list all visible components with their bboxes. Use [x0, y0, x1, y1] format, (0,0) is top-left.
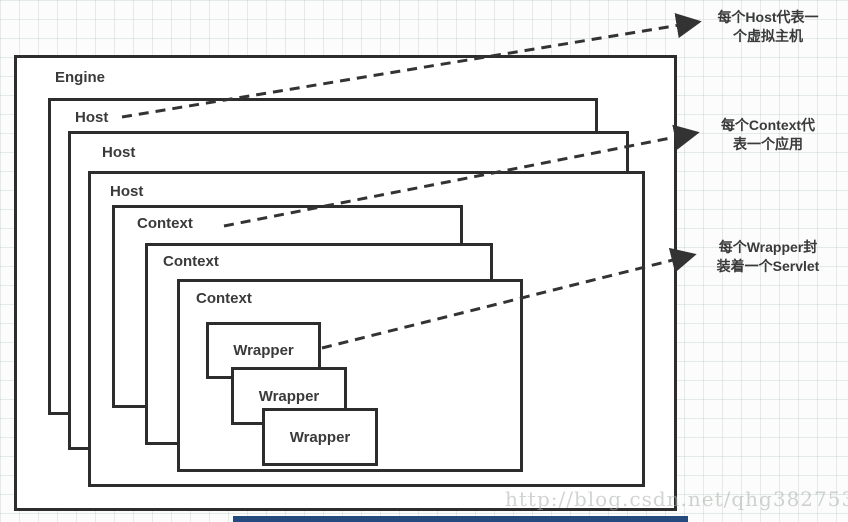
- host-label-3: Host: [110, 183, 144, 200]
- wrapper-annotation-line2: 装着一个Servlet: [716, 258, 820, 274]
- context-annotation-line2: 表一个应用: [733, 136, 803, 152]
- wrapper-annotation: 每个Wrapper封 装着一个Servlet: [702, 238, 834, 276]
- context-annotation-line1: 每个Context代: [720, 117, 816, 133]
- bottom-blue-bar: [233, 516, 688, 522]
- context-annotation: 每个Context代 表一个应用: [702, 116, 834, 154]
- host-label-2: Host: [102, 144, 136, 161]
- wrapper-box-3: Wrapper: [262, 408, 378, 466]
- host-label-1: Host: [75, 109, 109, 126]
- watermark-text: http://blog.csdn.net/qhg38275387: [505, 487, 848, 511]
- engine-label: Engine: [55, 69, 106, 86]
- context-label-1: Context: [137, 215, 193, 232]
- wrapper-label-2: Wrapper: [258, 387, 320, 405]
- wrapper-label-1: Wrapper: [233, 342, 294, 359]
- host-annotation: 每个Host代表一 个虚拟主机: [702, 8, 834, 46]
- host-annotation-line2: 个虚拟主机: [733, 28, 803, 44]
- host-annotation-line1: 每个Host代表一: [717, 9, 819, 25]
- context-label-2: Context: [163, 253, 219, 270]
- context-label-3: Context: [196, 290, 252, 307]
- wrapper-label-3: Wrapper: [289, 428, 351, 446]
- wrapper-annotation-line1: 每个Wrapper封: [718, 239, 818, 255]
